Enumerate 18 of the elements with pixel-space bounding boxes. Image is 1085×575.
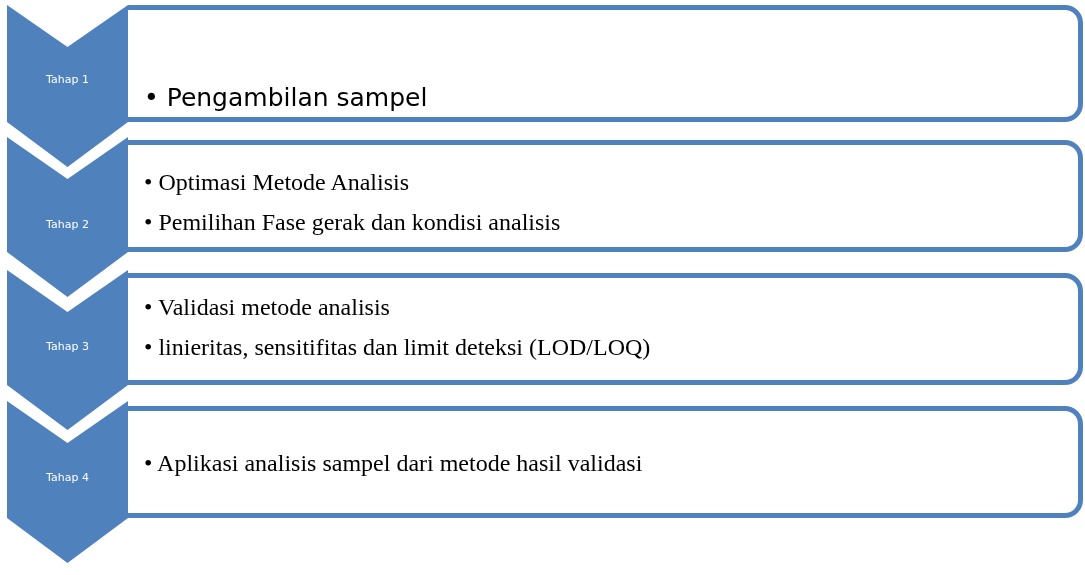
bullet-item: • Optimasi Metode Analisis [144,168,411,197]
chevron-step [7,270,128,430]
step-box [128,140,1083,252]
step-label: Tahap 1 [45,73,90,87]
step-box [128,5,1083,122]
bullet-item: • Validasi metode analisis [144,293,391,322]
bullet-item: • Aplikasi analisis sampel dari metode hasil validasi [144,449,643,478]
chevron-step [7,137,128,297]
step-box [128,273,1083,385]
step-label: Tahap 4 [45,471,90,485]
bullet-item: • Pengambilan sampel [144,82,428,114]
step-box [128,406,1083,518]
chevron-step [7,401,128,563]
step-label: Tahap 2 [45,218,90,232]
bullet-item: • linieritas, sensitifitas dan limit deteksi (LOD/LOQ) [144,333,651,362]
step-label: Tahap 3 [45,340,90,354]
bullet-item: • Pemilihan Fase gerak dan kondisi analisis [144,208,561,237]
chevron-step [7,5,128,167]
